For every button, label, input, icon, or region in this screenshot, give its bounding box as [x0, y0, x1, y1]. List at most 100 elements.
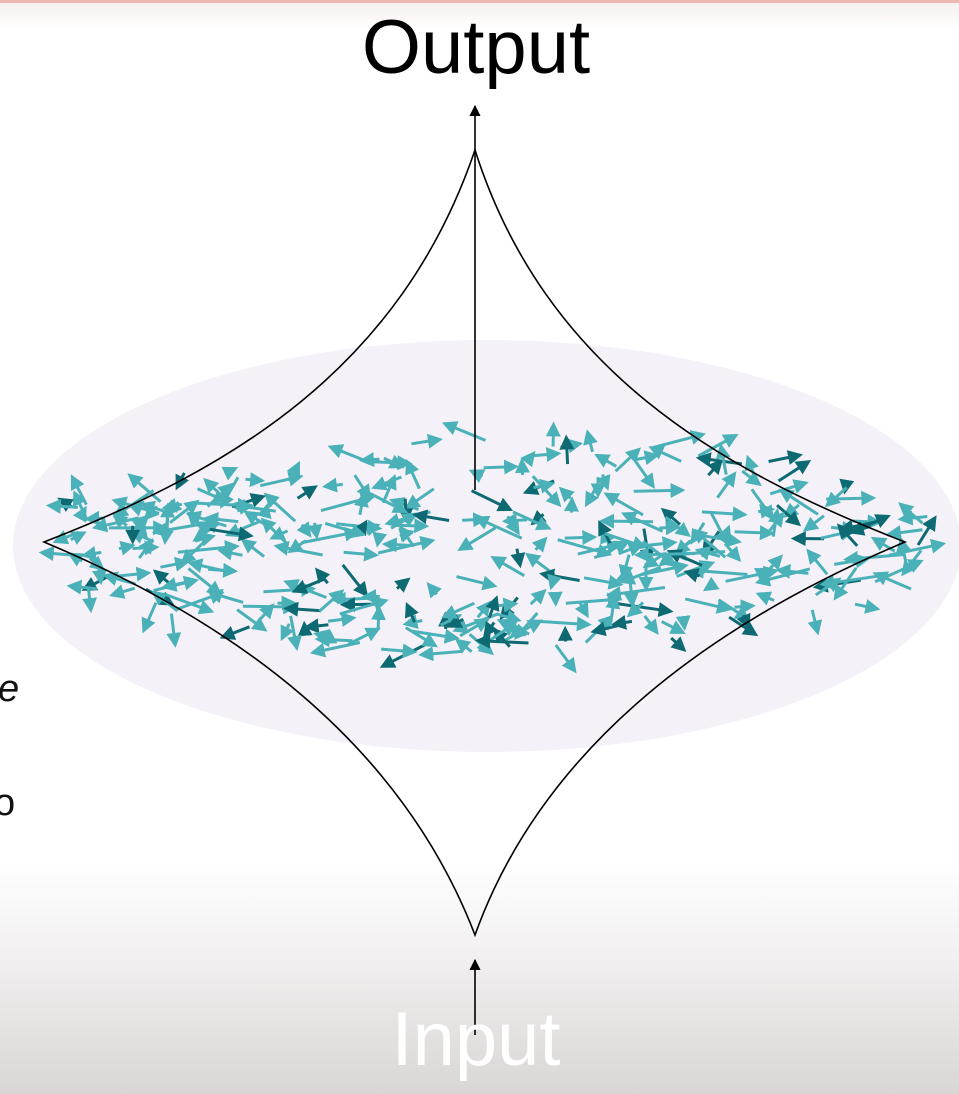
- field-arrow: [701, 506, 748, 522]
- field-arrow: [309, 641, 361, 658]
- field-arrow: [826, 490, 877, 506]
- field-arrow: [734, 599, 756, 615]
- field-arrow: [715, 443, 731, 475]
- field-arrow: [806, 548, 829, 576]
- field-arrow: [372, 531, 388, 548]
- field-arrow: [807, 609, 823, 636]
- field-arrow: [280, 623, 295, 642]
- field-arrow: [70, 531, 87, 545]
- field-arrow: [688, 563, 748, 579]
- field-arrow: [716, 471, 737, 499]
- field-arrow: [161, 498, 183, 513]
- field-arrow: [245, 472, 266, 488]
- field-arrow: [381, 643, 418, 659]
- field-arrow: [634, 450, 660, 466]
- field-arrow: [411, 433, 443, 449]
- field-arrow: [766, 511, 785, 534]
- field-arrow: [690, 522, 706, 545]
- field-arrow: [886, 525, 923, 541]
- field-arrow: [441, 601, 475, 619]
- field-arrow: [888, 538, 947, 557]
- field-arrow: [633, 547, 696, 563]
- field-arrow: [664, 516, 691, 538]
- field-arrow: [259, 471, 304, 488]
- field-arrow: [483, 620, 499, 638]
- field-arrow: [604, 532, 648, 551]
- field-arrow: [836, 523, 859, 547]
- field-arrow: [659, 520, 681, 536]
- field-arrow: [694, 546, 721, 561]
- field-arrow: [757, 503, 776, 519]
- field-arrow: [583, 429, 598, 453]
- field-arrow: [347, 627, 381, 646]
- field-arrow: [468, 469, 486, 483]
- field-arrow: [564, 530, 598, 546]
- field-arrow: [186, 511, 202, 528]
- field-arrow: [318, 589, 345, 613]
- top-accent-bar: [0, 0, 959, 3]
- field-arrow: [371, 604, 386, 630]
- field-arrow: [153, 575, 200, 592]
- field-arrow: [132, 540, 160, 556]
- field-arrow: [901, 549, 923, 577]
- field-arrow: [596, 473, 611, 491]
- field-arrow: [456, 575, 498, 591]
- field-arrow: [38, 546, 72, 562]
- field-arrow: [594, 453, 618, 468]
- field-arrow: [207, 562, 239, 578]
- field-arrow: [307, 522, 323, 540]
- field-arrow: [755, 591, 775, 606]
- field-arrow: [286, 460, 301, 483]
- field-arrow: [734, 525, 775, 541]
- field-arrow: [574, 601, 589, 619]
- field-arrow: [599, 513, 654, 529]
- field-arrow: [741, 469, 762, 487]
- field-arrow: [833, 567, 858, 601]
- field-arrow: [634, 460, 656, 489]
- field-arrow: [314, 632, 353, 648]
- field-arrow: [778, 488, 819, 516]
- field-arrow: [529, 588, 547, 606]
- field-arrow: [291, 577, 326, 594]
- field-arrow: [363, 488, 409, 513]
- field-arrow: [112, 513, 129, 529]
- field-arrow: [381, 537, 410, 553]
- field-arrow: [192, 522, 219, 542]
- field-arrow: [209, 526, 254, 542]
- field-arrow: [66, 579, 98, 595]
- field-arrow: [236, 499, 255, 515]
- field-arrow: [404, 601, 419, 623]
- field-arrow: [802, 514, 825, 532]
- field-arrow: [675, 615, 691, 631]
- field-arrow: [531, 536, 548, 553]
- field-arrow: [166, 613, 182, 648]
- field-arrow: [343, 546, 380, 562]
- field-arrow: [633, 482, 686, 498]
- field-arrow: [383, 454, 405, 469]
- field-arrow: [72, 505, 87, 523]
- field-arrow: [557, 538, 613, 559]
- field-arrow: [381, 474, 397, 504]
- field-arrow: [160, 556, 191, 572]
- field-arrow: [769, 479, 809, 496]
- field-arrow: [558, 486, 575, 503]
- field-arrow: [590, 621, 619, 637]
- field-arrow: [777, 459, 812, 483]
- field-arrow: [426, 582, 442, 599]
- field-arrow: [45, 498, 78, 514]
- field-arrow: [824, 486, 848, 508]
- field-arrow: [454, 638, 473, 654]
- field-arrow: [554, 644, 577, 674]
- field-arrow: [618, 554, 634, 581]
- field-arrow: [496, 609, 522, 625]
- field-arrow: [169, 499, 200, 524]
- field-arrow: [510, 548, 526, 569]
- field-arrow: [515, 457, 530, 475]
- field-arrow: [412, 509, 450, 525]
- field-arrow: [754, 567, 811, 587]
- field-arrow: [490, 555, 526, 577]
- field-arrow: [483, 459, 520, 475]
- field-arrow: [339, 596, 389, 616]
- field-arrow: [287, 538, 307, 554]
